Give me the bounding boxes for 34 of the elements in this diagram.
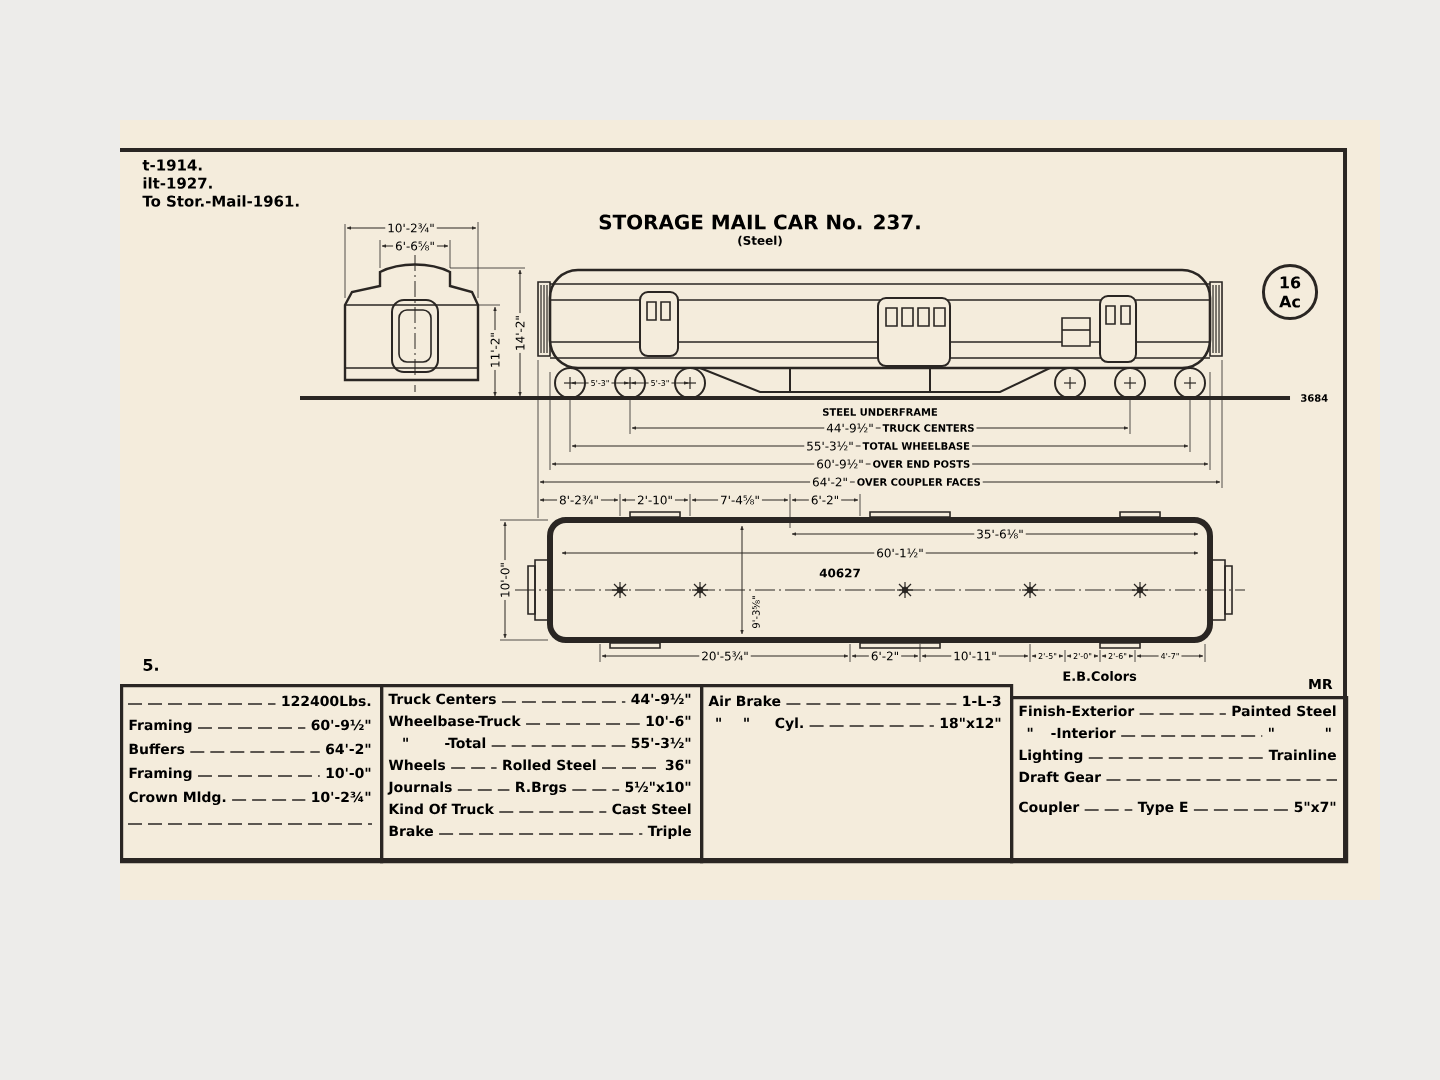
dimension-label: 35'-6⅛" <box>974 527 1026 541</box>
dimension-label: 10'-11" <box>951 649 999 663</box>
dimension-note: OVER END POSTS <box>870 458 973 470</box>
dimension-label: 2'-10" <box>635 493 675 507</box>
note-text: E.B.Colors <box>1060 669 1139 683</box>
dimension-label: 6'-6⅝" <box>393 239 437 253</box>
dimension-label: 10'-2¾" <box>385 221 437 235</box>
dimension-note: OVER COUPLER FACES <box>854 476 983 488</box>
dimension-label: 60'-1½" <box>874 546 926 560</box>
dimension-label: 20'-5¾" <box>699 649 751 663</box>
spec-table-panel: Truck Centers 44'-9½" Wheelbase-Truck 10'-6" " -Total 55'-3½" Wheels Rolled Steel 36" Journals R.Brgs 5½"x10" Kind Of Truck Cast Steel Brake Triple <box>380 684 704 864</box>
dimension-label: 55'-3½" <box>804 439 856 453</box>
dimension-label: 8'-2¾" <box>557 493 601 507</box>
note-text: ilt-1927. <box>140 175 216 191</box>
dimension-label: 7'-4⅝" <box>718 493 762 507</box>
dimension-label: 60'-9½" <box>814 457 866 471</box>
spec-table-panel: Air Brake 1-L-3 " " Cyl. 18"x12" <box>700 684 1014 864</box>
reference-number: 3684 <box>1298 392 1331 404</box>
car-number: 40627 <box>817 566 863 580</box>
note-text: 5. <box>140 657 162 673</box>
dimension-label: 6'-2" <box>868 649 902 663</box>
dimension-note: TRUCK CENTERS <box>880 422 977 434</box>
dimension-note: TOTAL WHEELBASE <box>860 440 972 452</box>
part-label: STEEL UNDERFRAME <box>820 406 940 418</box>
title-text: STORAGE MAIL CAR No. 237. <box>599 214 920 230</box>
dimension-label: 9'-3⅝" <box>750 593 762 631</box>
dimension-label: 10'-0" <box>498 560 512 600</box>
dimension-label: 44'-9½" <box>824 421 876 435</box>
spec-table-panel: 122400Lbs. Framing 60'-9½" Buffers 64'-2" Framing 10'-0" Crown Mldg. 10'-2¾" <box>120 684 384 864</box>
dimension-label: 6'-2" <box>808 493 842 507</box>
dimension-label: 64'-2" <box>810 475 850 489</box>
spec-table-panel: Finish-Exterior Painted Steel " -Interior " " Lighting Trainline Draft Gear Coupler Type E 5"x7" <box>1010 696 1349 864</box>
note-text: t-1914. <box>140 157 205 173</box>
note-text: To Stor.-Mail-1961. <box>140 193 303 209</box>
